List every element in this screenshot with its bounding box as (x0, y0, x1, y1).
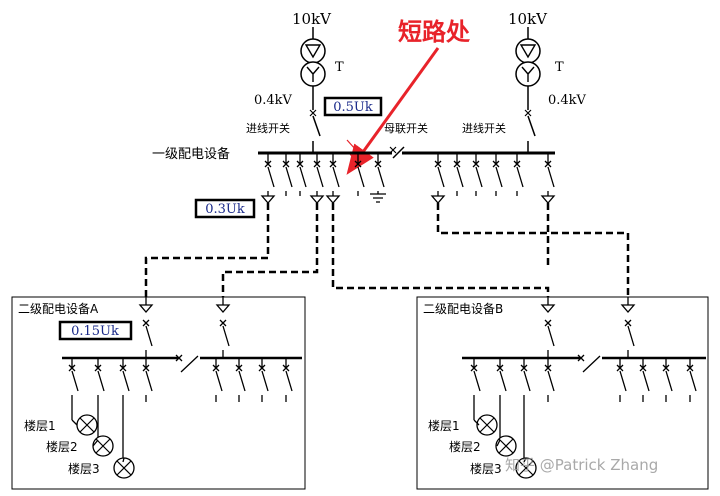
right-transformer-label: T (555, 60, 564, 75)
bus-tie-switch-icon (389, 146, 405, 159)
right-source: 10kV T 0.4kV 进线开关 (462, 10, 587, 153)
floor-label: 楼层3 (470, 461, 502, 476)
floor-label: 楼层3 (68, 461, 100, 476)
lamp-icon (476, 414, 498, 436)
floor-label: 楼层1 (428, 418, 460, 433)
main-bus-value: 0.5Uk (333, 100, 373, 115)
secondary-panel-b: 二级配电设备B 楼层1 楼层2 楼层3 (416, 296, 709, 490)
right-incoming-switch-label: 进线开关 (462, 121, 506, 135)
feeder-cables (144, 203, 630, 297)
floor-label: 楼层2 (46, 439, 78, 454)
lamp-icon (495, 435, 517, 457)
feeder-value: 0.3Uk (205, 202, 245, 217)
primary-equipment-label: 一级配电设备 (152, 146, 230, 162)
lamp-icon (92, 435, 114, 457)
secondary-a-title: 二级配电设备A (18, 302, 99, 316)
left-incoming-switch-label: 进线开关 (246, 121, 290, 135)
fault-label: 短路处 (398, 18, 470, 46)
left-transformer-label: T (335, 60, 344, 75)
floor-label: 楼层2 (449, 439, 481, 454)
left-voltage-high: 10kV (292, 10, 332, 28)
main-bus-value-box: 0.5Uk (323, 96, 383, 117)
right-voltage-high: 10kV (508, 10, 548, 28)
lamp-icon (113, 457, 135, 479)
left-bus-feeders (260, 153, 386, 204)
right-voltage-low: 0.4kV (548, 93, 587, 108)
left-source: 10kV T 0.4kV 进线开关 (246, 10, 344, 153)
bus-tie-switch-label: 母联开关 (384, 121, 428, 135)
watermark: 知乎 @Patrick Zhang (505, 456, 658, 474)
left-voltage-low: 0.4kV (254, 93, 293, 108)
lamp-icon (76, 414, 98, 436)
secondary-value: 0.15Uk (71, 324, 119, 339)
feeder-value-box: 0.3Uk (194, 198, 256, 219)
fault-arrow (346, 47, 440, 175)
floor-label: 楼层1 (24, 418, 56, 433)
left-transformer-icon (300, 38, 326, 87)
secondary-b-title: 二级配电设备B (423, 302, 503, 316)
right-transformer-icon (515, 38, 541, 87)
right-bus-feeders (430, 153, 556, 204)
secondary-panel-a: 二级配电设备A 0.15Uk 楼层1 楼层2 楼层3 (11, 296, 306, 490)
